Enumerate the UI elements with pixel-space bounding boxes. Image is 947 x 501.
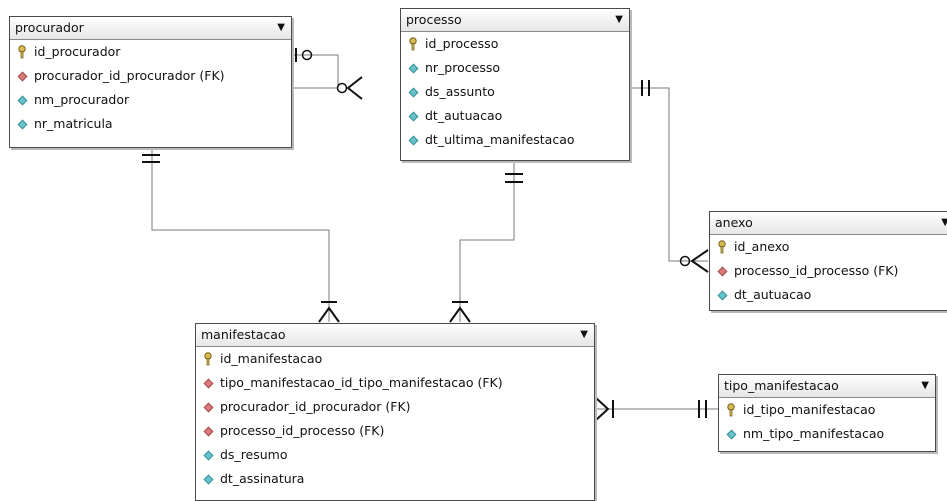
key-icon	[718, 240, 726, 254]
field-row[interactable]: processo_id_processo (FK)	[196, 419, 594, 443]
field-label: tipo_manifestacao_id_tipo_manifestacao (…	[220, 375, 503, 390]
field-row[interactable]: id_anexo	[710, 235, 947, 259]
field-row[interactable]: id_processo	[401, 32, 629, 56]
field-row[interactable]: nr_matricula	[10, 112, 291, 136]
foreign-key-icon	[203, 378, 214, 389]
entity-processo[interactable]: processo ▼ id_processo nr_processo ds_as…	[400, 8, 630, 161]
field-label: procurador_id_procurador (FK)	[34, 68, 225, 83]
field-label: id_manifestacao	[220, 351, 323, 366]
field-label: dt_autuacao	[734, 287, 812, 302]
dropdown-arrow-icon[interactable]: ▼	[277, 22, 285, 33]
field-row[interactable]: dt_assinatura	[196, 467, 594, 491]
field-label: id_anexo	[734, 239, 790, 254]
entity-tipo-manifestacao[interactable]: tipo_manifestacao ▼ id_tipo_manifestacao…	[718, 374, 936, 452]
field-label: processo_id_processo (FK)	[220, 423, 385, 438]
field-row[interactable]: processo_id_processo (FK)	[710, 259, 947, 283]
field-label: id_processo	[425, 36, 499, 51]
entity-anexo[interactable]: anexo ▼ id_anexo processo_id_processo (F…	[709, 211, 947, 311]
field-label: nr_matricula	[34, 116, 113, 131]
entity-title: procurador	[15, 20, 84, 35]
field-row[interactable]: tipo_manifestacao_id_tipo_manifestacao (…	[196, 371, 594, 395]
field-label: processo_id_processo (FK)	[734, 263, 899, 278]
attribute-icon	[717, 290, 728, 301]
entity-manifestacao[interactable]: manifestacao ▼ id_manifestacao tipo_mani…	[195, 323, 595, 501]
attribute-icon	[17, 119, 28, 130]
field-label: ds_assunto	[425, 84, 495, 99]
field-row[interactable]: procurador_id_procurador (FK)	[196, 395, 594, 419]
field-label: procurador_id_procurador (FK)	[220, 399, 411, 414]
entity-header[interactable]: tipo_manifestacao ▼	[719, 375, 935, 398]
entity-title: tipo_manifestacao	[724, 378, 839, 393]
attribute-icon	[726, 429, 737, 440]
attribute-icon	[203, 450, 214, 461]
field-row[interactable]: id_procurador	[10, 40, 291, 64]
dropdown-arrow-icon[interactable]: ▼	[580, 329, 588, 340]
field-row[interactable]: dt_autuacao	[401, 104, 629, 128]
entity-header[interactable]: processo ▼	[401, 9, 629, 32]
key-icon	[18, 45, 26, 59]
field-label: nr_processo	[425, 60, 500, 75]
field-row[interactable]: id_manifestacao	[196, 347, 594, 371]
field-label: nm_procurador	[34, 92, 130, 107]
entity-title: processo	[406, 12, 462, 27]
field-row[interactable]: nm_procurador	[10, 88, 291, 112]
attribute-icon	[17, 95, 28, 106]
field-row[interactable]: procurador_id_procurador (FK)	[10, 64, 291, 88]
attribute-icon	[408, 135, 419, 146]
entity-procurador[interactable]: procurador ▼ id_procurador procurador_id…	[9, 16, 292, 148]
key-icon	[409, 37, 417, 51]
entity-header[interactable]: anexo ▼	[710, 212, 947, 235]
attribute-icon	[408, 63, 419, 74]
foreign-key-icon	[203, 402, 214, 413]
attribute-icon	[203, 474, 214, 485]
field-row[interactable]: dt_autuacao	[710, 283, 947, 307]
field-row[interactable]: nm_tipo_manifestacao	[719, 422, 935, 446]
dropdown-arrow-icon[interactable]: ▼	[615, 14, 623, 25]
field-row[interactable]: id_tipo_manifestacao	[719, 398, 935, 422]
field-row[interactable]: nr_processo	[401, 56, 629, 80]
attribute-icon	[408, 87, 419, 98]
foreign-key-icon	[203, 426, 214, 437]
field-label: nm_tipo_manifestacao	[743, 426, 885, 441]
field-row[interactable]: dt_ultima_manifestacao	[401, 128, 629, 152]
field-label: dt_autuacao	[425, 108, 503, 123]
entity-header[interactable]: manifestacao ▼	[196, 324, 594, 347]
field-row[interactable]: ds_assunto	[401, 80, 629, 104]
field-label: id_procurador	[34, 44, 121, 59]
key-icon	[727, 403, 735, 417]
dropdown-arrow-icon[interactable]: ▼	[921, 380, 929, 391]
field-row[interactable]: ds_resumo	[196, 443, 594, 467]
entity-header[interactable]: procurador ▼	[10, 17, 291, 40]
key-icon	[204, 352, 212, 366]
field-label: ds_resumo	[220, 447, 288, 462]
attribute-icon	[408, 111, 419, 122]
foreign-key-icon	[17, 71, 28, 82]
field-label: dt_ultima_manifestacao	[425, 132, 575, 147]
foreign-key-icon	[717, 266, 728, 277]
field-label: dt_assinatura	[220, 471, 305, 486]
entity-title: anexo	[715, 215, 753, 230]
dropdown-arrow-icon[interactable]: ▼	[941, 212, 947, 234]
entity-title: manifestacao	[201, 327, 286, 342]
field-label: id_tipo_manifestacao	[743, 402, 876, 417]
